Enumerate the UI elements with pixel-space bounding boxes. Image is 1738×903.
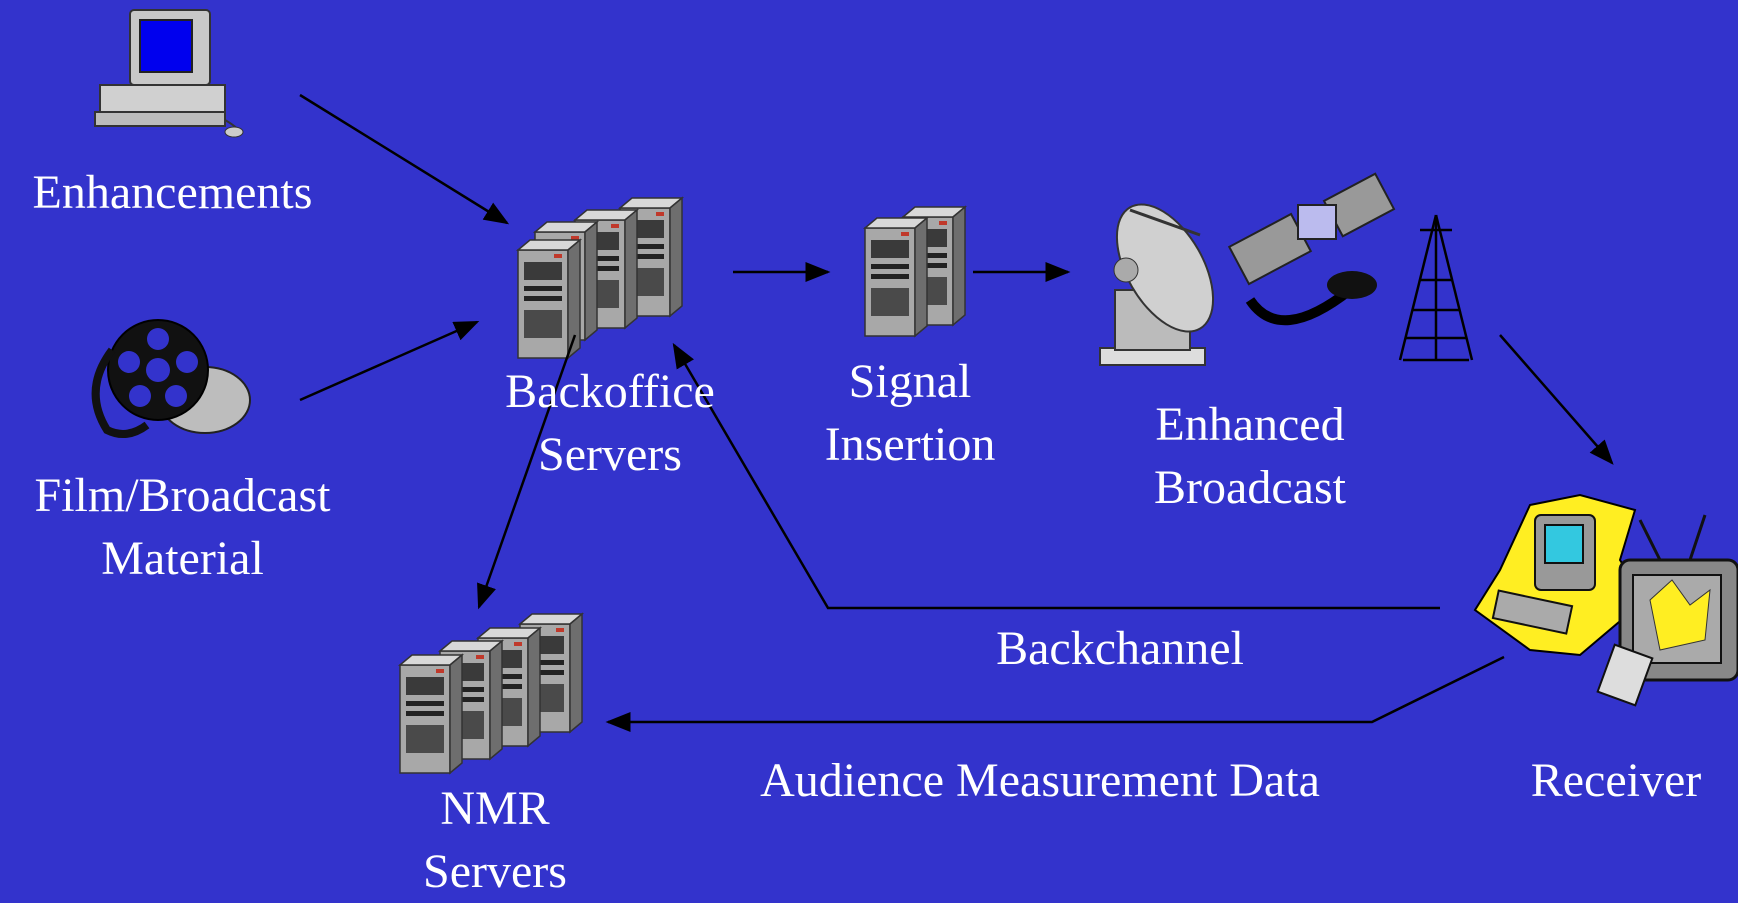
label-signal-line1: Signal — [848, 355, 972, 408]
label-broadcast-line2: Broadcast — [1154, 461, 1346, 514]
arrow-backoffice-to-nmr — [477, 334, 577, 610]
label-nmr-line2: Servers — [423, 845, 567, 898]
label-signal-insertion: Signal Insertion — [770, 350, 1050, 476]
arrow-backchannel — [672, 342, 1440, 610]
arrow-film-to-backoffice — [299, 320, 480, 402]
receiver-icon — [1473, 493, 1738, 707]
label-film-line2: Material — [101, 532, 264, 585]
label-film-line1: Film/Broadcast — [34, 469, 331, 522]
antenna-tower-icon — [1398, 214, 1474, 362]
label-enhanced-broadcast: Enhanced Broadcast — [1100, 393, 1400, 519]
label-backoffice-line2: Servers — [538, 428, 682, 481]
nmr-servers-icon — [399, 613, 583, 774]
satellite-dish-icon — [1099, 203, 1215, 366]
label-audience-measurement-data: Audience Measurement Data — [760, 754, 1320, 807]
label-nmr-servers: NMR Servers — [380, 777, 610, 903]
arrow-audience-data — [605, 655, 1505, 732]
signal-insertion-servers-icon — [864, 206, 966, 337]
label-film-broadcast-material: Film/Broadcast Material — [0, 464, 365, 590]
label-broadcast-line1: Enhanced — [1155, 398, 1345, 451]
film-reel-icon — [91, 319, 251, 438]
computer-icon — [94, 9, 244, 138]
arrow-enhancements-to-backoffice — [299, 93, 510, 225]
label-backoffice-servers: Backoffice Servers — [450, 360, 770, 486]
backoffice-servers-icon — [517, 197, 683, 359]
label-enhancements: Enhancements — [32, 166, 313, 219]
label-backoffice-line1: Backoffice — [505, 365, 715, 418]
label-backchannel: Backchannel — [996, 622, 1244, 675]
satellite-icon — [1227, 172, 1396, 326]
label-receiver: Receiver — [1530, 754, 1702, 807]
label-signal-line2: Insertion — [824, 418, 996, 471]
label-nmr-line1: NMR — [440, 782, 550, 835]
arrow-broadcast-to-receiver — [1499, 334, 1614, 465]
